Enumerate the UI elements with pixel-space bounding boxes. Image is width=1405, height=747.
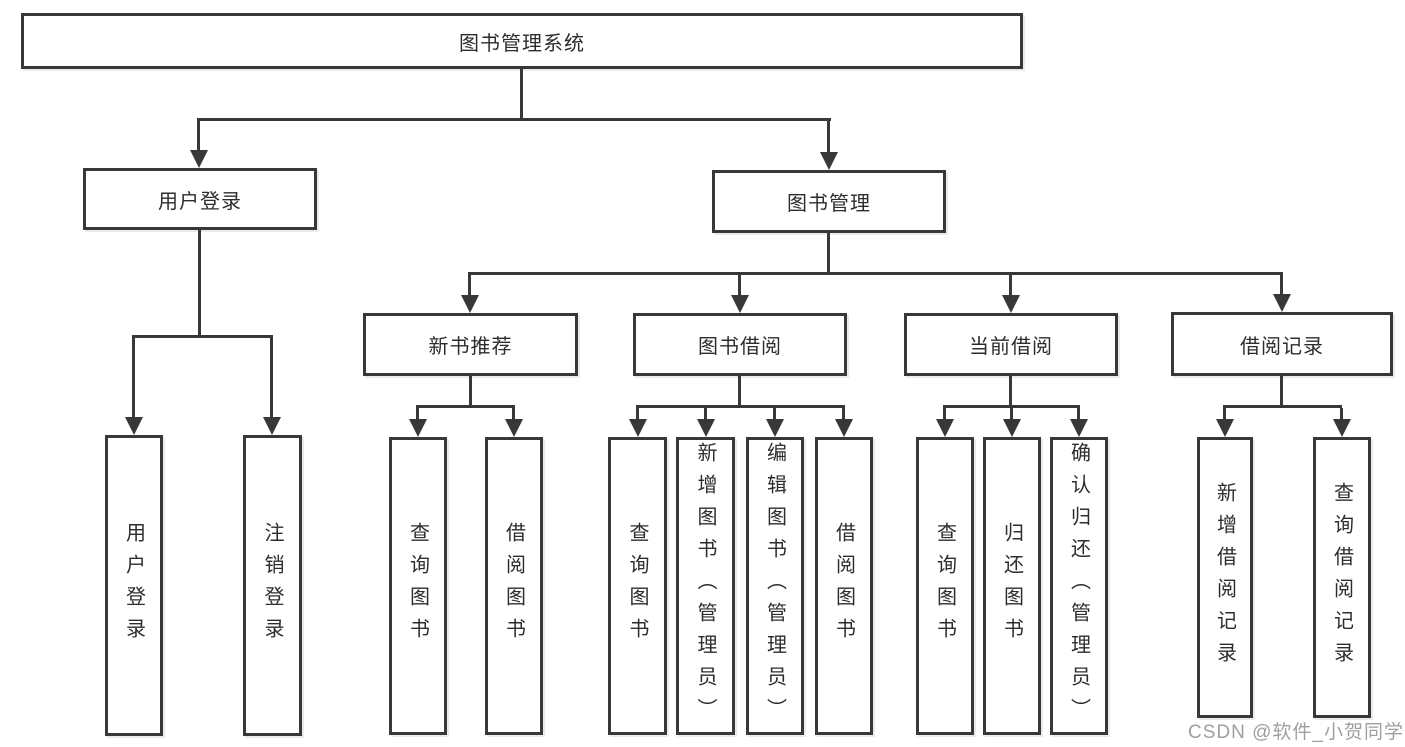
arrow-to-book-mgmt — [820, 152, 838, 170]
node-leaf-logout-label: 注销登录 — [261, 521, 283, 650]
arrow-to-query-book-rec — [409, 419, 427, 437]
node-leaf-query-book-current-label: 查询图书 — [933, 522, 956, 650]
connector-group4-stem-1 — [943, 408, 946, 419]
node-leaf-borrow-book-rec: 借阅图书 — [485, 437, 543, 735]
arrow-to-book-borrow — [731, 295, 749, 313]
arrow-to-user-login — [190, 150, 208, 168]
connector-group5-split — [1223, 405, 1342, 408]
node-leaf-return-book: 归还图书 — [983, 437, 1041, 735]
arrow-to-borrow-book-rec — [505, 419, 523, 437]
connector-group1-split — [132, 335, 273, 338]
arrow-to-query-book-current — [936, 419, 954, 437]
arrow-to-borrow-records — [1273, 294, 1291, 312]
connector-root-stub — [520, 68, 523, 119]
node-leaf-query-book-borrow: 查询图书 — [608, 437, 667, 735]
node-leaf-confirm-return-admin: 确认归还（管理员） — [1050, 437, 1108, 735]
node-leaf-logout: 注销登录 — [243, 435, 302, 736]
node-leaf-borrow-book-rec-label: 借阅图书 — [502, 522, 525, 650]
node-leaf-query-book-rec: 查询图书 — [389, 437, 447, 735]
connector-group1-stem-1 — [132, 338, 135, 417]
arrow-to-edit-book-admin — [766, 419, 784, 437]
arrow-to-add-book-admin — [697, 419, 715, 437]
node-leaf-query-book-current: 查询图书 — [916, 437, 974, 735]
connector-book-mgmt-down — [827, 233, 830, 273]
node-leaf-edit-book-admin-label: 编辑图书（管理员） — [763, 442, 786, 730]
node-leaf-add-book-admin: 新增图书（管理员） — [676, 437, 735, 735]
connector-book-borrow-stem — [738, 275, 741, 295]
node-leaf-return-book-label: 归还图书 — [1000, 522, 1023, 650]
connector-current-borrow-stem — [1009, 275, 1012, 295]
connector-user-login-down — [198, 230, 201, 338]
node-borrow-records-label: 借阅记录 — [1240, 335, 1324, 358]
arrow-to-leaf-logout — [263, 417, 281, 435]
node-root-system-label: 图书管理系统 — [459, 32, 585, 55]
node-leaf-borrow-book-borrow-label: 借阅图书 — [832, 522, 855, 650]
arrow-to-return-book — [1003, 419, 1021, 437]
connector-group3-stem-2 — [704, 408, 707, 419]
node-leaf-confirm-return-admin-label: 确认归还（管理员） — [1067, 442, 1090, 730]
connector-group1-stem-2 — [270, 338, 273, 417]
node-current-borrow-label: 当前借阅 — [969, 336, 1053, 358]
connector-group4-split — [943, 405, 1080, 408]
connector-level2-split — [197, 118, 831, 121]
arrow-to-confirm-return-admin — [1070, 419, 1088, 437]
node-leaf-borrow-book-borrow: 借阅图书 — [815, 437, 873, 735]
node-current-borrow: 当前借阅 — [904, 313, 1118, 376]
node-leaf-query-book-borrow-label: 查询图书 — [626, 522, 648, 650]
node-leaf-query-book-rec-label: 查询图书 — [406, 522, 429, 650]
connector-level3-split — [468, 272, 1283, 275]
arrow-to-current-borrow — [1002, 295, 1020, 313]
connector-new-book-rec-down — [469, 376, 472, 408]
node-user-login: 用户登录 — [83, 168, 317, 230]
connector-group2-stem-1 — [416, 408, 419, 419]
node-new-book-rec: 新书推荐 — [363, 313, 578, 376]
connector-current-borrow-down — [1009, 376, 1012, 408]
csdn-watermark: CSDN @软件_小贺同学 — [1188, 722, 1404, 743]
connector-group2-stem-2 — [512, 408, 515, 419]
connector-group3-stem-4 — [842, 408, 845, 419]
arrow-to-add-borrow-record — [1216, 419, 1234, 437]
node-book-mgmt: 图书管理 — [712, 170, 946, 233]
node-leaf-user-login: 用户登录 — [105, 435, 163, 736]
connector-group2-split — [416, 405, 515, 408]
arrow-to-leaf-user-login — [125, 417, 143, 435]
connector-group5-stem-2 — [1340, 408, 1343, 419]
node-leaf-edit-book-admin: 编辑图书（管理员） — [746, 437, 804, 735]
connector-book-borrow-down — [738, 376, 741, 408]
connector-group3-stem-3 — [773, 408, 776, 419]
connector-user-login-stem — [197, 121, 200, 151]
arrow-to-query-book-borrow — [629, 419, 647, 437]
connector-group3-split — [636, 405, 845, 408]
node-leaf-add-borrow-record-label: 新增借阅记录 — [1213, 481, 1236, 674]
node-user-login-label: 用户登录 — [158, 190, 242, 213]
connector-group5-stem-1 — [1223, 408, 1226, 419]
node-new-book-rec-label: 新书推荐 — [428, 336, 513, 358]
node-leaf-query-borrow-record-label: 查询借阅记录 — [1330, 481, 1353, 674]
node-root-system: 图书管理系统 — [21, 13, 1023, 69]
node-book-mgmt-label: 图书管理 — [787, 193, 871, 215]
connector-borrow-records-stem — [1280, 275, 1283, 295]
connector-group4-stem-3 — [1077, 408, 1080, 419]
node-book-borrow-label: 图书借阅 — [698, 336, 782, 358]
node-book-borrow: 图书借阅 — [633, 313, 847, 376]
connector-group3-stem-1 — [636, 408, 639, 419]
node-borrow-records: 借阅记录 — [1171, 312, 1393, 376]
node-leaf-user-login-label: 用户登录 — [122, 521, 145, 650]
connector-borrow-records-down — [1280, 376, 1283, 408]
arrow-to-borrow-book-borrow — [835, 419, 853, 437]
arrow-to-new-book-rec — [461, 295, 479, 313]
node-leaf-add-borrow-record: 新增借阅记录 — [1197, 437, 1253, 718]
connector-book-mgmt-stem — [827, 121, 830, 153]
node-leaf-add-book-admin-label: 新增图书（管理员） — [694, 442, 716, 730]
connector-group4-stem-2 — [1010, 408, 1013, 419]
arrow-to-query-borrow-record — [1333, 419, 1351, 437]
node-leaf-query-borrow-record: 查询借阅记录 — [1313, 437, 1371, 718]
connector-new-book-rec-stem — [468, 275, 471, 295]
